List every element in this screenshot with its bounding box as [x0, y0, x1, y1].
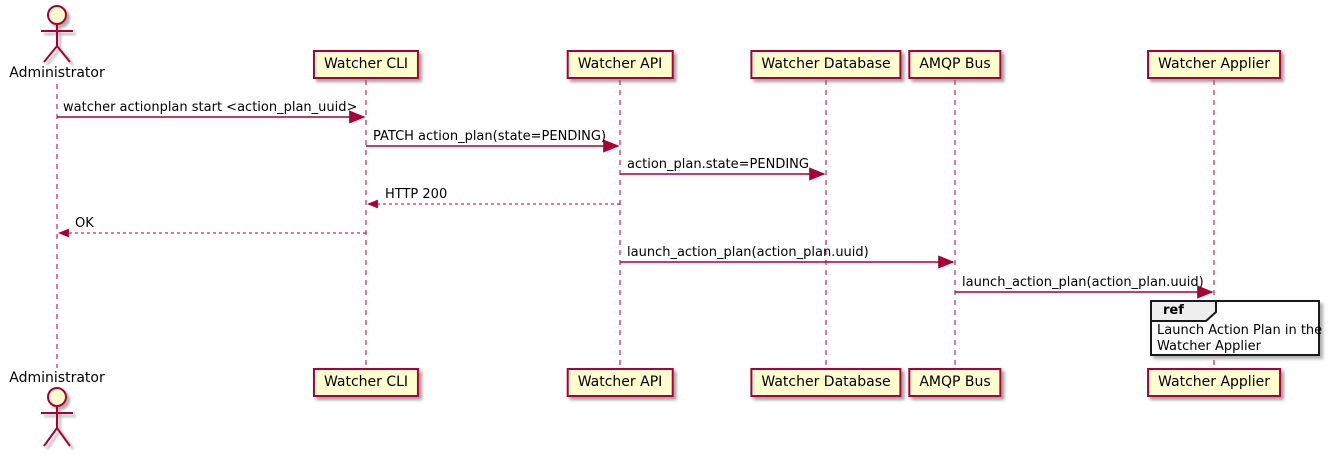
- message-label-6: launch_action_plan(action_plan.uuid): [627, 245, 869, 260]
- actor-head: [47, 387, 67, 407]
- ref-keyword: ref: [1163, 303, 1184, 318]
- actor-figure-bottom: [41, 387, 73, 447]
- participant-bottom-watcher-applier: Watcher Applier: [1147, 368, 1281, 397]
- message-label-3: action_plan.state=PENDING: [627, 157, 809, 172]
- participant-bottom-watcher-api: Watcher API: [566, 368, 674, 397]
- message-label-4: HTTP 200: [385, 187, 448, 202]
- participant-top-watcher-api: Watcher API: [566, 50, 674, 79]
- participant-bottom-amqp-bus: AMQP Bus: [908, 368, 1002, 397]
- participant-bottom-watcher-database: Watcher Database: [750, 368, 902, 397]
- message-label-1: watcher actionplan start <action_plan_uu…: [63, 100, 358, 115]
- message-label-2: PATCH action_plan(state=PENDING): [373, 129, 607, 144]
- participant-top-watcher-cli: Watcher CLI: [312, 50, 420, 79]
- participant-top-watcher-database: Watcher Database: [750, 50, 902, 79]
- actor-figure-top: [41, 5, 73, 63]
- actor-label-administrator-bottom: Administrator: [9, 370, 105, 386]
- message-label-5: OK: [75, 216, 94, 231]
- actor-head: [47, 5, 67, 25]
- message-arrows: [57, 110, 1214, 299]
- ref-text-line-1: Launch Action Plan in the: [1157, 323, 1323, 338]
- lifelines: [56, 80, 1215, 368]
- ref-fragment: ref Launch Action Plan in the Watcher Ap…: [1150, 300, 1323, 356]
- ref-text-line-2: Watcher Applier: [1157, 339, 1261, 354]
- participant-top-amqp-bus: AMQP Bus: [908, 50, 1002, 79]
- message-label-7: launch_action_plan(action_plan.uuid): [962, 275, 1204, 290]
- ref-header-pentagon: [1150, 300, 1217, 322]
- actor-label-administrator-top: Administrator: [9, 65, 105, 81]
- participant-top-watcher-applier: Watcher Applier: [1147, 50, 1281, 79]
- participant-bottom-watcher-cli: Watcher CLI: [312, 368, 420, 397]
